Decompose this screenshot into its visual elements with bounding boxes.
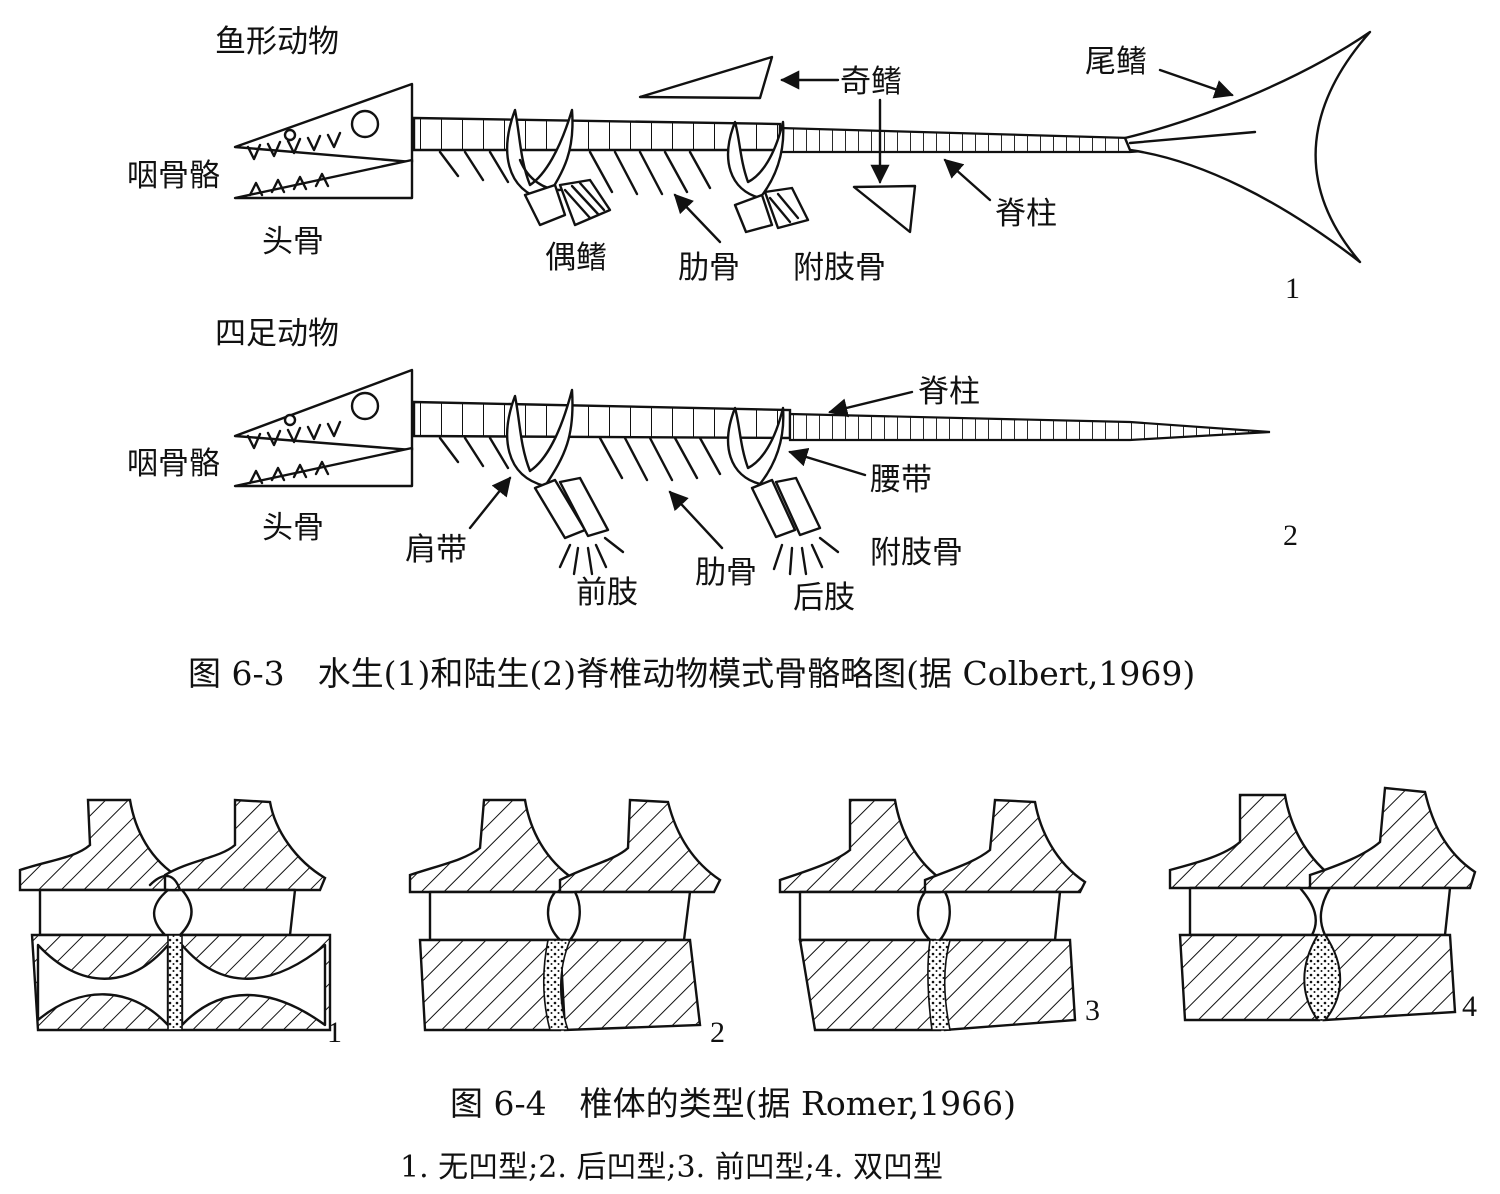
fish-label-limb-bones: 附肢骨 [793, 250, 886, 286]
tetrapod-spine [412, 400, 1271, 442]
figure-6-4-subcaption: 1. 无凹型;2. 后凹型;3. 前凹型;4. 双凹型 [400, 1150, 943, 1185]
fish-spine [412, 116, 1251, 154]
tetrapod-skull [233, 368, 414, 488]
tetrapod-label-forelimb: 前肢 [576, 575, 638, 611]
fish-dorsal-fin [638, 55, 774, 100]
fish-arrows [673, 68, 1234, 244]
fish-label-pharyngeal: 咽骨骼 [127, 158, 220, 194]
fish-panel-number: 1 [1285, 272, 1300, 305]
tetrapod-label-spine: 脊柱 [918, 374, 980, 410]
vertebra-types-diagram: 1 2 3 [18, 786, 1477, 1049]
vertebra-type-1: 1 [18, 798, 342, 1049]
fish-label-paired-fins: 偶鳍 [545, 240, 607, 276]
tetrapod-label-hindlimb: 后肢 [793, 580, 855, 616]
tetrapod-title: 四足动物 [215, 316, 339, 352]
vertebra-type-4-number: 4 [1462, 990, 1477, 1023]
tetrapod-label-skull: 头骨 [262, 510, 324, 546]
fish-label-ribs: 肋骨 [678, 250, 740, 286]
vertebra-type-3-number: 3 [1085, 994, 1100, 1027]
vertebra-type-1-number: 1 [327, 1016, 342, 1049]
fish-skull [233, 82, 414, 200]
tetrapod-label-limb-bones: 附肢骨 [870, 535, 963, 571]
tetrapod-forelimb [506, 388, 625, 576]
vertebra-type-2-number: 2 [710, 1016, 725, 1049]
fish-tail-fin [1123, 30, 1372, 264]
tetrapod-hindlimb [727, 406, 840, 576]
figure-6-4-caption: 图 6-4 椎体的类型(据 Romer,1966) [450, 1084, 1016, 1123]
tetrapod-skeleton-diagram: 四足动物 [127, 316, 1298, 616]
vertebra-type-3: 3 [778, 798, 1100, 1032]
tetrapod-label-shoulder-girdle: 肩带 [405, 532, 467, 568]
tetrapod-label-pelvic-girdle: 腰带 [870, 462, 932, 498]
fish-label-median-fins: 奇鳍 [840, 64, 902, 100]
tetrapod-panel-number: 2 [1283, 519, 1298, 552]
fish-paired-fin-front [506, 108, 612, 227]
tetrapod-label-pharyngeal: 咽骨骼 [127, 446, 220, 482]
tetrapod-ribs [438, 436, 722, 482]
tetrapod-arrows [468, 390, 914, 550]
fish-label-tail-fin: 尾鳍 [1085, 44, 1147, 80]
tetrapod-label-ribs: 肋骨 [695, 555, 757, 591]
fish-label-spine: 脊柱 [995, 196, 1057, 232]
fish-label-skull: 头骨 [262, 224, 324, 260]
fish-paired-fin-rear [727, 120, 810, 234]
figure-6-3-caption: 图 6-3 水生(1)和陆生(2)脊椎动物模式骨骼略图(据 Colbert,19… [188, 654, 1195, 693]
vertebra-type-2: 2 [408, 798, 725, 1049]
fish-title: 鱼形动物 [215, 24, 339, 60]
vertebra-type-4: 4 [1168, 786, 1477, 1023]
fish-skeleton-diagram: 鱼形动物 [127, 24, 1372, 305]
fish-anal-fin [852, 184, 917, 234]
fish-ribs [438, 150, 712, 196]
